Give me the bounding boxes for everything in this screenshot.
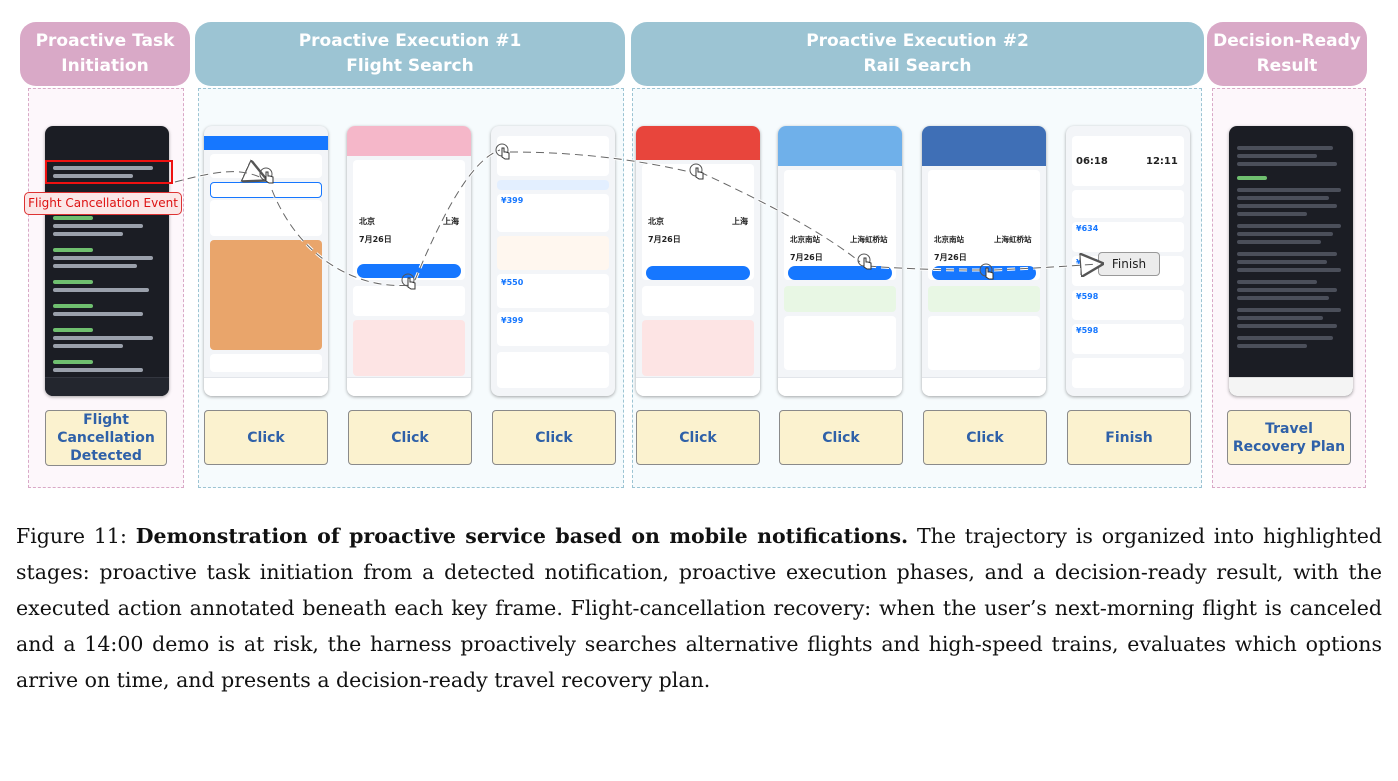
phone-train-results: 06:18 12:11 ¥634 ¥598 ¥598 ¥598 bbox=[1066, 126, 1190, 396]
stage-header-result: Decision-Ready Result bbox=[1207, 22, 1367, 86]
to-city: 上海 bbox=[732, 217, 748, 226]
phone-rail-search-confirm: 北京南站 上海虹桥站 7月26日 bbox=[922, 126, 1046, 396]
stage-title-line2: Flight Search bbox=[346, 56, 474, 76]
action-label: Click bbox=[636, 410, 760, 465]
action-label: Click bbox=[348, 410, 472, 465]
stage-title-line1: Proactive Execution #1 bbox=[298, 31, 522, 51]
phone-navbar bbox=[204, 377, 328, 396]
action-label: Click bbox=[779, 410, 903, 465]
phone-navbar bbox=[778, 377, 902, 396]
stage-title-line2: Initiation bbox=[61, 56, 149, 76]
stage-header-execution-1: Proactive Execution #1 Flight Search bbox=[195, 22, 625, 86]
phone-flight-results: ¥399 ¥550 ¥399 bbox=[491, 126, 615, 396]
result-price-3: ¥399 bbox=[501, 316, 524, 325]
travel-date: 7月26日 bbox=[934, 253, 967, 262]
phone-navbar bbox=[922, 377, 1046, 396]
to-station: 上海虹桥站 bbox=[994, 235, 1032, 244]
train-price-4: ¥598 bbox=[1076, 326, 1099, 335]
stage-title-line1: Decision-Ready bbox=[1213, 31, 1361, 51]
action-label: Click bbox=[923, 410, 1047, 465]
from-station: 北京南站 bbox=[790, 235, 820, 244]
train-price-3: ¥598 bbox=[1076, 292, 1099, 301]
tap-hand-icon bbox=[494, 142, 514, 162]
caption-label: Figure 11: bbox=[16, 524, 127, 548]
stage-header-initiation: Proactive Task Initiation bbox=[20, 22, 190, 86]
tap-hand-icon bbox=[400, 272, 420, 292]
result-price-2: ¥550 bbox=[501, 278, 524, 287]
action-label: Click bbox=[492, 410, 616, 465]
result-price-1: ¥399 bbox=[501, 196, 524, 205]
from-city: 北京 bbox=[648, 217, 664, 226]
stage-title-line2: Result bbox=[1256, 56, 1318, 76]
caption-bold: Demonstration of proactive service based… bbox=[135, 524, 909, 548]
figure-caption: Figure 11: Demonstration of proactive se… bbox=[16, 518, 1382, 698]
train-price-2: ¥598 bbox=[1076, 258, 1099, 267]
tap-hand-icon bbox=[978, 262, 998, 282]
action-label: Click bbox=[204, 410, 328, 465]
stage-title-line2: Rail Search bbox=[863, 56, 972, 76]
phone-navbar bbox=[1229, 377, 1353, 396]
stage-title-line1: Proactive Execution #2 bbox=[806, 31, 1029, 51]
to-station: 上海虹桥站 bbox=[850, 235, 888, 244]
notification-highlight bbox=[45, 160, 173, 184]
arrive-time: 12:11 bbox=[1146, 156, 1178, 167]
figure: Proactive Task Initiation Proactive Exec… bbox=[20, 22, 1367, 488]
action-label: Travel Recovery Plan bbox=[1227, 410, 1351, 465]
stage-title-line1: Proactive Task bbox=[35, 31, 175, 51]
travel-date: 7月26日 bbox=[359, 235, 392, 244]
depart-time: 06:18 bbox=[1076, 156, 1108, 167]
phone-rail-search: 北京南站 上海虹桥站 7月26日 bbox=[778, 126, 902, 396]
from-station: 北京南站 bbox=[934, 235, 964, 244]
phone-notifications bbox=[45, 126, 169, 396]
phone-flight-search: 北京 上海 7月26日 bbox=[347, 126, 471, 396]
travel-date: 7月26日 bbox=[648, 235, 681, 244]
finish-label: Finish bbox=[1098, 252, 1160, 276]
caption-text: The trajectory is organized into highlig… bbox=[16, 524, 1382, 692]
phone-navbar bbox=[45, 377, 169, 396]
phone-recovery-plan bbox=[1229, 126, 1353, 396]
phone-navbar bbox=[636, 377, 760, 396]
tap-hand-icon bbox=[856, 252, 876, 272]
action-label: Flight Cancellation Detected bbox=[45, 410, 167, 466]
phone-navbar bbox=[347, 377, 471, 396]
train-price-1: ¥634 bbox=[1076, 224, 1099, 233]
tap-hand-icon bbox=[258, 166, 278, 186]
action-label: Finish bbox=[1067, 410, 1191, 465]
from-city: 北京 bbox=[359, 217, 375, 226]
travel-date: 7月26日 bbox=[790, 253, 823, 262]
flight-cancellation-event-label: Flight Cancellation Event bbox=[24, 192, 182, 215]
to-city: 上海 bbox=[443, 217, 459, 226]
tap-hand-icon bbox=[688, 162, 708, 182]
stage-header-execution-2: Proactive Execution #2 Rail Search bbox=[631, 22, 1204, 86]
